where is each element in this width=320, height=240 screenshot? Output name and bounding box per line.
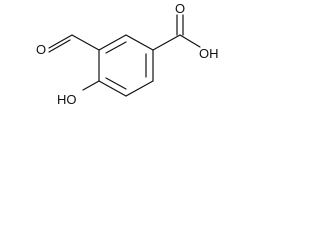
acid-single-bond <box>179 34 201 48</box>
chemical-structure-diagram: O OH O HO <box>36 1 219 107</box>
ring-double-bond-a <box>105 41 127 54</box>
aldehyde-oxygen-label: O <box>36 42 46 57</box>
ring-bond-5 <box>98 80 127 97</box>
phenol-hydroxyl-label: HO <box>57 92 77 107</box>
phenol-bond <box>82 80 100 91</box>
ring-double-bond-c <box>105 77 127 90</box>
phenol-group <box>82 80 100 91</box>
ring-bond-1 <box>98 34 127 51</box>
structure-canvas: O OH O HO <box>0 0 232 138</box>
aldehyde-group <box>48 34 100 53</box>
acid-oxygen-label: O <box>175 1 185 16</box>
acid-hydroxyl-label: OH <box>199 46 219 61</box>
benzene-ring <box>98 34 154 97</box>
ring-bond-2 <box>125 34 154 51</box>
acid-carbon-bond <box>152 34 181 51</box>
carboxylic-acid-group <box>152 14 201 51</box>
aldehyde-double-bond-bottom <box>48 39 71 53</box>
aldehyde-carbon-bond <box>71 34 100 51</box>
aldehyde-double-bond-top <box>48 34 73 49</box>
ring-bond-4 <box>125 80 154 97</box>
